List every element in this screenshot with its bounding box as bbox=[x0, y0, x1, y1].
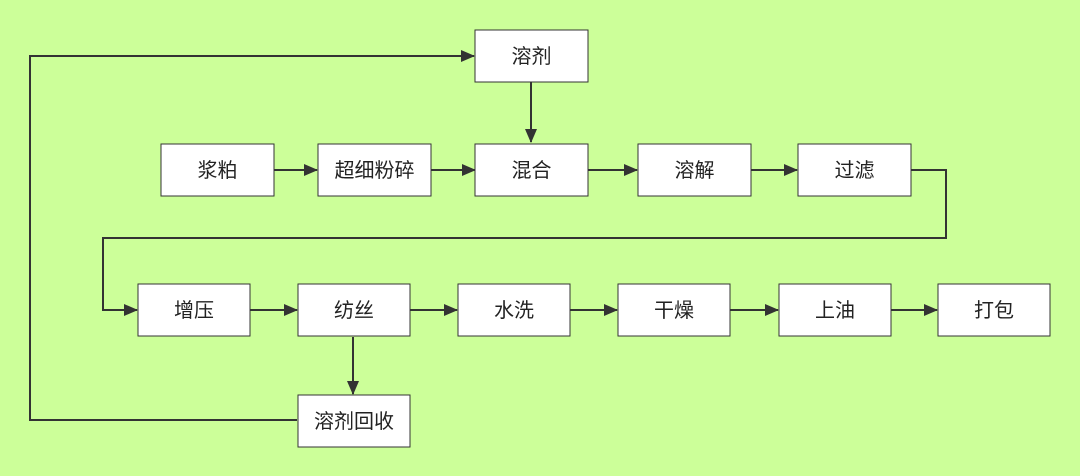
node-pressurizing: 增压 bbox=[137, 283, 251, 337]
node-solvent-label: 溶剂 bbox=[512, 44, 552, 68]
node-mixing-label: 混合 bbox=[512, 158, 552, 182]
node-filtering-label: 过滤 bbox=[835, 158, 875, 182]
node-pressurizing-label: 增压 bbox=[174, 298, 214, 322]
node-packing-label: 打包 bbox=[974, 298, 1014, 322]
node-dissolving-label: 溶解 bbox=[675, 158, 715, 182]
node-washing: 水洗 bbox=[457, 283, 571, 337]
node-mixing: 混合 bbox=[474, 143, 589, 197]
node-packing: 打包 bbox=[937, 283, 1051, 337]
node-ultrafine-grinding-label: 超细粉碎 bbox=[335, 158, 415, 182]
node-pulp: 浆粕 bbox=[160, 143, 275, 197]
node-filtering: 过滤 bbox=[797, 143, 912, 197]
node-solvent-recovery: 溶剂回收 bbox=[297, 394, 411, 448]
nodes: 溶剂 浆粕 超细粉碎 混合 溶解 过滤 增压 纺丝 bbox=[137, 29, 1051, 448]
node-spinning: 纺丝 bbox=[297, 283, 411, 337]
node-solvent-recovery-label: 溶剂回收 bbox=[314, 409, 394, 433]
edges bbox=[29, 50, 947, 421]
node-drying: 干燥 bbox=[617, 283, 731, 337]
node-oiling: 上油 bbox=[778, 283, 892, 337]
node-washing-label: 水洗 bbox=[494, 298, 534, 322]
node-solvent: 溶剂 bbox=[474, 29, 589, 83]
edge-filtering-to-pressurizing bbox=[102, 169, 947, 316]
node-oiling-label: 上油 bbox=[815, 298, 855, 322]
node-spinning-label: 纺丝 bbox=[334, 298, 374, 322]
node-ultrafine-grinding: 超细粉碎 bbox=[317, 143, 432, 197]
node-pulp-label: 浆粕 bbox=[198, 158, 238, 182]
node-dissolving: 溶解 bbox=[637, 143, 752, 197]
edge-solvent-recovery-to-solvent bbox=[29, 50, 475, 421]
node-drying-label: 干燥 bbox=[654, 298, 694, 322]
